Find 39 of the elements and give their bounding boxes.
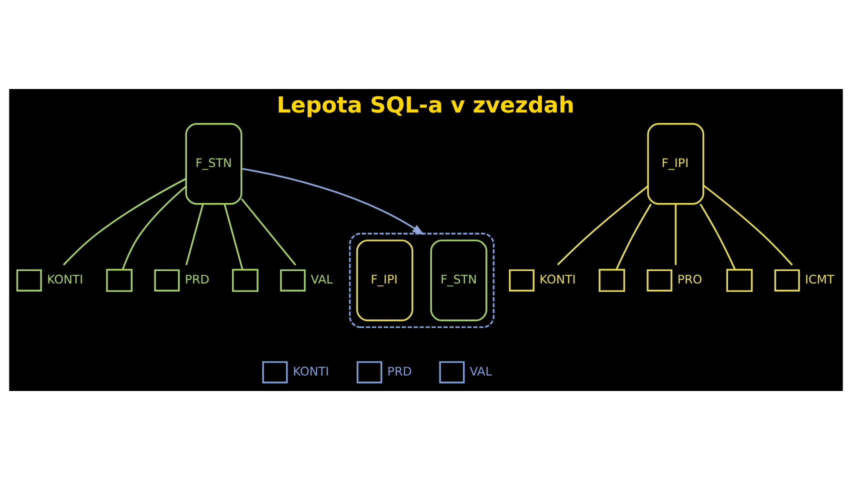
node-box	[106, 268, 132, 292]
connector	[700, 203, 736, 270]
node-box	[646, 268, 672, 291]
connector	[185, 203, 204, 265]
node-label: KONTI	[540, 272, 576, 286]
node-box	[262, 360, 288, 383]
node-box: F_IPI	[647, 122, 704, 204]
arrow	[242, 167, 424, 235]
node-label: ICMT	[804, 272, 834, 286]
node-label: KONTI	[292, 364, 330, 378]
node-box	[280, 268, 306, 291]
node-box	[16, 268, 42, 291]
node-label: PRO	[677, 272, 702, 286]
connector	[224, 203, 244, 270]
connector	[674, 203, 677, 264]
node-box	[232, 268, 258, 292]
node-label: VAL	[470, 364, 492, 378]
node-label: KONTI	[47, 272, 84, 286]
connector	[703, 184, 793, 266]
node-box	[774, 268, 800, 291]
node-label: PRD	[387, 364, 412, 378]
node-label: PRD	[184, 272, 210, 286]
connector	[240, 198, 296, 266]
node-box	[726, 268, 753, 292]
node-box: F_STN	[185, 122, 242, 204]
connector	[557, 185, 649, 265]
node-box	[154, 268, 180, 291]
cluster	[349, 232, 494, 328]
connector	[122, 185, 186, 270]
connector	[62, 177, 186, 266]
node-box	[598, 268, 626, 292]
node-box	[439, 360, 465, 383]
node-box: F_STN	[430, 239, 488, 321]
node-box	[356, 360, 382, 383]
connector	[616, 203, 652, 270]
node-label: VAL	[310, 272, 333, 286]
node-box	[508, 268, 534, 291]
diagram-title: Lepota SQL-a v zvezdah	[276, 92, 574, 118]
node-box: F_IPI	[356, 239, 414, 321]
